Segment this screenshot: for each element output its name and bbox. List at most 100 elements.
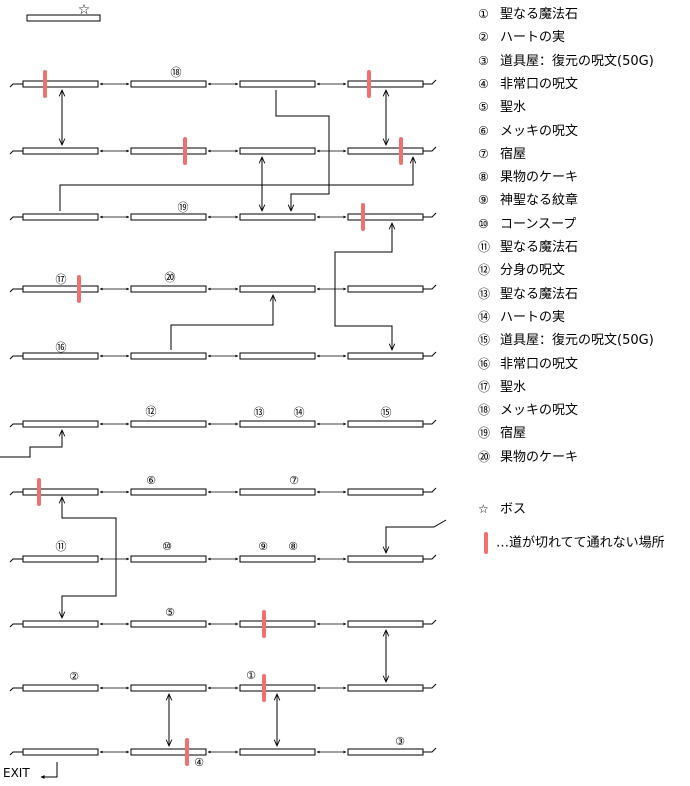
legend-mark: ⑭ xyxy=(478,309,491,324)
left-edge xyxy=(9,623,23,628)
platform xyxy=(22,352,99,360)
right-edge xyxy=(423,487,437,493)
blocked-mark xyxy=(361,203,365,231)
left-edge xyxy=(9,423,23,428)
platform xyxy=(130,147,207,155)
platform xyxy=(239,555,316,563)
blocked-marks xyxy=(37,70,403,766)
legend-mark: ⑱ xyxy=(478,403,491,418)
right-edge xyxy=(423,79,437,85)
legend-text: 神聖なる紋章 xyxy=(500,193,579,209)
platform xyxy=(22,420,99,428)
legend-mark: ⑧ xyxy=(478,170,489,185)
left-edge xyxy=(9,687,23,692)
item-label-3: ③ xyxy=(395,735,405,748)
platform xyxy=(130,684,207,692)
floor-connectors xyxy=(0,90,447,746)
legend-mark: ⑥ xyxy=(478,123,489,138)
legend-mark: ⑳ xyxy=(478,449,491,464)
legend-text: 非常口の呪文 xyxy=(500,356,579,372)
left-edge xyxy=(9,83,23,88)
legend-text: メッキの呪文 xyxy=(500,403,579,419)
legend-text: 聖水 xyxy=(500,100,527,116)
right-edge xyxy=(423,212,437,218)
legend-mark: ⑦ xyxy=(478,146,489,161)
blocked-mark xyxy=(399,137,403,165)
item-label-9: ⑨ xyxy=(258,540,268,553)
platform xyxy=(22,80,99,88)
floor-platforms xyxy=(22,80,424,756)
connector-arrow xyxy=(62,497,117,618)
item-label-12: ⑫ xyxy=(146,405,157,418)
blocked-mark xyxy=(43,70,47,98)
legend-text: 果物のケーキ xyxy=(500,449,579,465)
left-edge xyxy=(9,491,23,496)
legend-item: ⑳ 果物のケーキ xyxy=(478,447,578,467)
floor-edges xyxy=(9,79,437,756)
item-label-14: ⑭ xyxy=(294,406,305,419)
platform xyxy=(22,488,99,496)
item-label-17: ⑰ xyxy=(56,273,67,286)
platform xyxy=(239,488,316,496)
legend-item-blocked: …道が切れてて通れない場所 xyxy=(478,532,665,554)
platform xyxy=(239,748,316,756)
platform xyxy=(239,684,316,692)
blocked-mark xyxy=(77,275,81,303)
legend-text: 分身の呪文 xyxy=(500,263,566,279)
platform xyxy=(347,147,424,155)
platform xyxy=(239,147,316,155)
platform xyxy=(130,748,207,756)
platform xyxy=(130,213,207,221)
platform-links xyxy=(99,82,347,754)
star-icon: ☆ xyxy=(478,502,489,516)
connector-arrow xyxy=(170,295,273,350)
blocked-mark xyxy=(183,137,187,165)
platform xyxy=(347,285,424,293)
right-edge xyxy=(423,351,437,357)
item-label-5: ⑤ xyxy=(165,606,175,619)
platform xyxy=(347,620,424,628)
legend-mark: ③ xyxy=(478,53,489,68)
left-edge xyxy=(9,355,23,360)
platform xyxy=(22,147,99,155)
legend-text: 聖水 xyxy=(500,379,527,395)
platform xyxy=(22,748,99,756)
platform xyxy=(347,748,424,756)
legend-mark: ⑫ xyxy=(478,263,491,278)
legend-item: ⑫ 分身の呪文 xyxy=(478,260,565,280)
legend-mark: ⑬ xyxy=(478,286,491,301)
platform xyxy=(239,352,316,360)
platform xyxy=(347,420,424,428)
legend-text: 聖なる魔法石 xyxy=(500,286,579,302)
connector-arrow xyxy=(386,519,447,553)
platform xyxy=(347,684,424,692)
right-edge xyxy=(423,619,437,625)
blocked-mark xyxy=(262,674,266,702)
legend-mark: ⑰ xyxy=(478,379,491,394)
platform xyxy=(130,352,207,360)
platform xyxy=(239,620,316,628)
platform xyxy=(239,213,316,221)
platform xyxy=(347,488,424,496)
item-labels: ⑱ ⑲ ⑰ ⑳ ⑯ ⑫ ⑬ ⑭ ⑮ ⑥ ⑦ ⑪ ⑩ ⑨ ⑧ ⑤ ② ① ③ ④ xyxy=(56,66,406,769)
connector-arrow xyxy=(0,430,62,458)
legend-text: 宿屋 xyxy=(500,146,527,162)
boss-platform xyxy=(26,14,101,22)
left-edge xyxy=(9,288,23,293)
right-edge xyxy=(423,683,437,689)
platform xyxy=(347,213,424,221)
legend-item: ⑬ 聖なる魔法石 xyxy=(478,284,578,304)
legend-mark: ⑮ xyxy=(478,333,491,348)
connector-arrow xyxy=(59,157,413,211)
item-label-6: ⑥ xyxy=(146,474,156,487)
legend-text: ボス xyxy=(500,502,527,517)
blocked-mark xyxy=(262,610,266,638)
